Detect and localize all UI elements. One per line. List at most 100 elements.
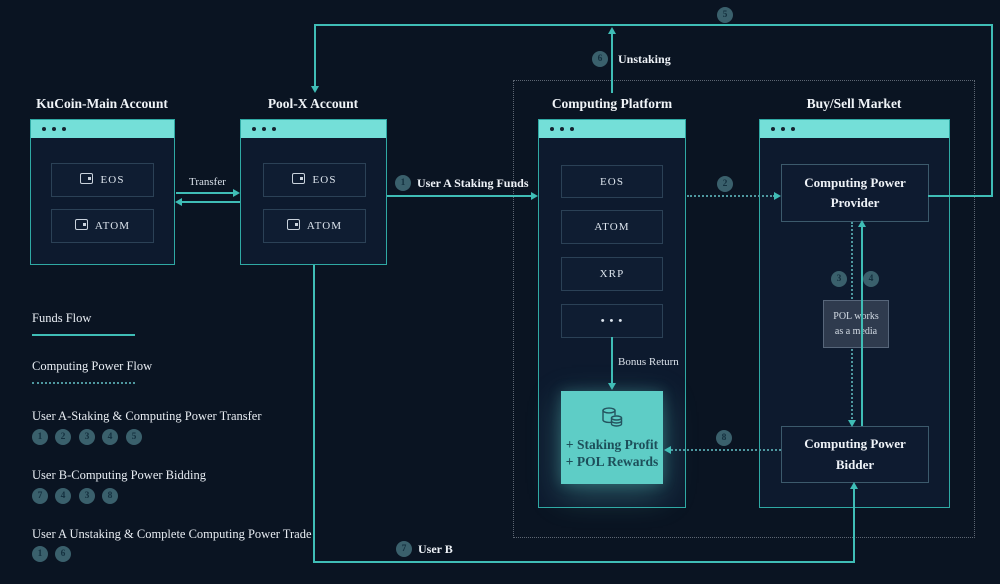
- step-badge-5: 5: [717, 7, 733, 23]
- legend-step-badge: 4: [55, 488, 71, 504]
- connector-return-top: [314, 24, 993, 26]
- step-badge-3: 3: [831, 271, 847, 287]
- computing-power-provider-node: Computing Power Provider: [781, 164, 929, 222]
- computing-window-title: Computing Platform: [551, 96, 673, 111]
- legend-row-usera-unstaking-label: User A Unstaking & Complete Computing Po…: [32, 527, 312, 541]
- legend-step-badge: 6: [55, 546, 71, 562]
- wallet-icon: [292, 173, 306, 187]
- computing-token-xrp: XRP: [561, 257, 663, 291]
- bonus-return-label: Bonus Return: [618, 356, 679, 368]
- connector-to-provider-dotted: [687, 195, 775, 197]
- token-label: ATOM: [94, 220, 131, 232]
- arrow-down-icon: [848, 420, 856, 427]
- window-dot-icon: [570, 127, 574, 131]
- market-window: Computing Power Provider POL works as a …: [759, 119, 950, 508]
- window-dot-icon: [42, 127, 46, 131]
- arrow-right-icon: [233, 189, 240, 197]
- connector-userb-up: [853, 488, 855, 561]
- connector-transfer-right: [176, 192, 234, 194]
- legend-funds-flow-line: [32, 334, 135, 336]
- legend-row-userb-bidding-label: User B-Computing Power Bidding: [32, 468, 206, 482]
- legend-computing-flow-line: [32, 382, 135, 384]
- window-dot-icon: [791, 127, 795, 131]
- staking-funds-label: User A Staking Funds: [417, 176, 529, 190]
- kucoin-titlebar: [31, 120, 174, 138]
- legend-row-usera-staking-label: User A-Staking & Computing Power Transfe…: [32, 409, 262, 423]
- computing-token-atom: ATOM: [561, 210, 663, 244]
- window-dot-icon: [781, 127, 785, 131]
- step-badge-4: 4: [863, 271, 879, 287]
- connector-bidder-to-rewards-dotted: [671, 449, 781, 451]
- legend-step-badge: 4: [102, 429, 118, 445]
- token-label: EOS: [100, 174, 125, 186]
- connector-transfer-left: [182, 201, 240, 203]
- unstaking-label: Unstaking: [618, 52, 671, 66]
- market-titlebar: [760, 120, 949, 138]
- connector-staking-funds: [387, 195, 532, 197]
- window-dot-icon: [771, 127, 775, 131]
- pol-media-note: POL works as a media: [823, 300, 889, 348]
- token-label: ATOM: [594, 221, 630, 233]
- window-dot-icon: [272, 127, 276, 131]
- step-badge-1: 1: [395, 175, 411, 191]
- poolx-token-atom: ATOM: [263, 209, 366, 243]
- window-dot-icon: [252, 127, 256, 131]
- computing-power-bidder-node: Computing Power Bidder: [781, 426, 929, 483]
- arrow-up-icon: [608, 27, 616, 34]
- legend-step-badge: 8: [102, 488, 118, 504]
- connector-return-right: [991, 24, 993, 197]
- pol-note-label: POL works as a media: [833, 310, 879, 338]
- computing-token-eos: EOS: [561, 165, 663, 198]
- window-dot-icon: [62, 127, 66, 131]
- arrow-right-icon: [774, 192, 781, 200]
- arrow-left-icon: [664, 446, 671, 454]
- connector-pol-up-solid: [861, 226, 863, 426]
- staking-rewards-box: + Staking Profit + POL Rewards: [561, 391, 663, 484]
- step-badge-8: 8: [716, 430, 732, 446]
- legend-step-badge: 7: [32, 488, 48, 504]
- connector-into-poolx: [314, 24, 316, 86]
- arrow-down-icon: [311, 86, 319, 93]
- poolx-token-eos: EOS: [263, 163, 366, 197]
- token-label: EOS: [599, 175, 625, 188]
- legend-step-badge: 5: [126, 429, 142, 445]
- computing-titlebar: [539, 120, 685, 138]
- step-badge-6: 6: [592, 51, 608, 67]
- window-dot-icon: [262, 127, 266, 131]
- kucoin-window: EOS ATOM: [30, 119, 175, 265]
- ellipsis-icon: • • •: [600, 315, 624, 327]
- connector-userb-bottom: [313, 561, 855, 563]
- arrow-up-icon: [850, 482, 858, 489]
- connector-provider-exit: [928, 195, 993, 197]
- token-label: ATOM: [306, 220, 343, 232]
- arrow-up-icon: [858, 220, 866, 227]
- transfer-label: Transfer: [189, 176, 226, 188]
- coins-database-icon: [599, 406, 625, 433]
- token-label: EOS: [312, 174, 337, 186]
- legend-computing-flow-label: Computing Power Flow: [32, 359, 153, 373]
- window-dot-icon: [560, 127, 564, 131]
- market-window-title: Buy/Sell Market: [806, 96, 902, 111]
- user-b-label: User B: [418, 542, 453, 556]
- legend-step-badge: 1: [32, 429, 48, 445]
- kucoin-token-eos: EOS: [51, 163, 154, 197]
- bidder-label: Computing Power Bidder: [804, 436, 906, 472]
- poolx-window: EOS ATOM: [240, 119, 387, 265]
- arrow-left-icon: [175, 198, 182, 206]
- computing-window: EOS ATOM XRP • • • + Staking Prof: [538, 119, 686, 508]
- provider-label: Computing Power Provider: [804, 174, 906, 210]
- connector-unstaking: [611, 33, 613, 93]
- window-dot-icon: [550, 127, 554, 131]
- wallet-icon: [74, 219, 88, 233]
- reward-line-pol-rewards: + POL Rewards: [565, 453, 659, 469]
- reward-line-staking-profit: + Staking Profit: [565, 436, 659, 452]
- token-label: XRP: [599, 268, 625, 280]
- step-badge-2: 2: [717, 176, 733, 192]
- kucoin-window-title: KuCoin-Main Account: [36, 96, 168, 111]
- connector-userb-left: [313, 265, 315, 563]
- arrow-down-icon: [608, 383, 616, 390]
- market-group-border: [513, 80, 975, 538]
- kucoin-token-atom: ATOM: [51, 209, 154, 243]
- legend-step-badge: 3: [79, 429, 95, 445]
